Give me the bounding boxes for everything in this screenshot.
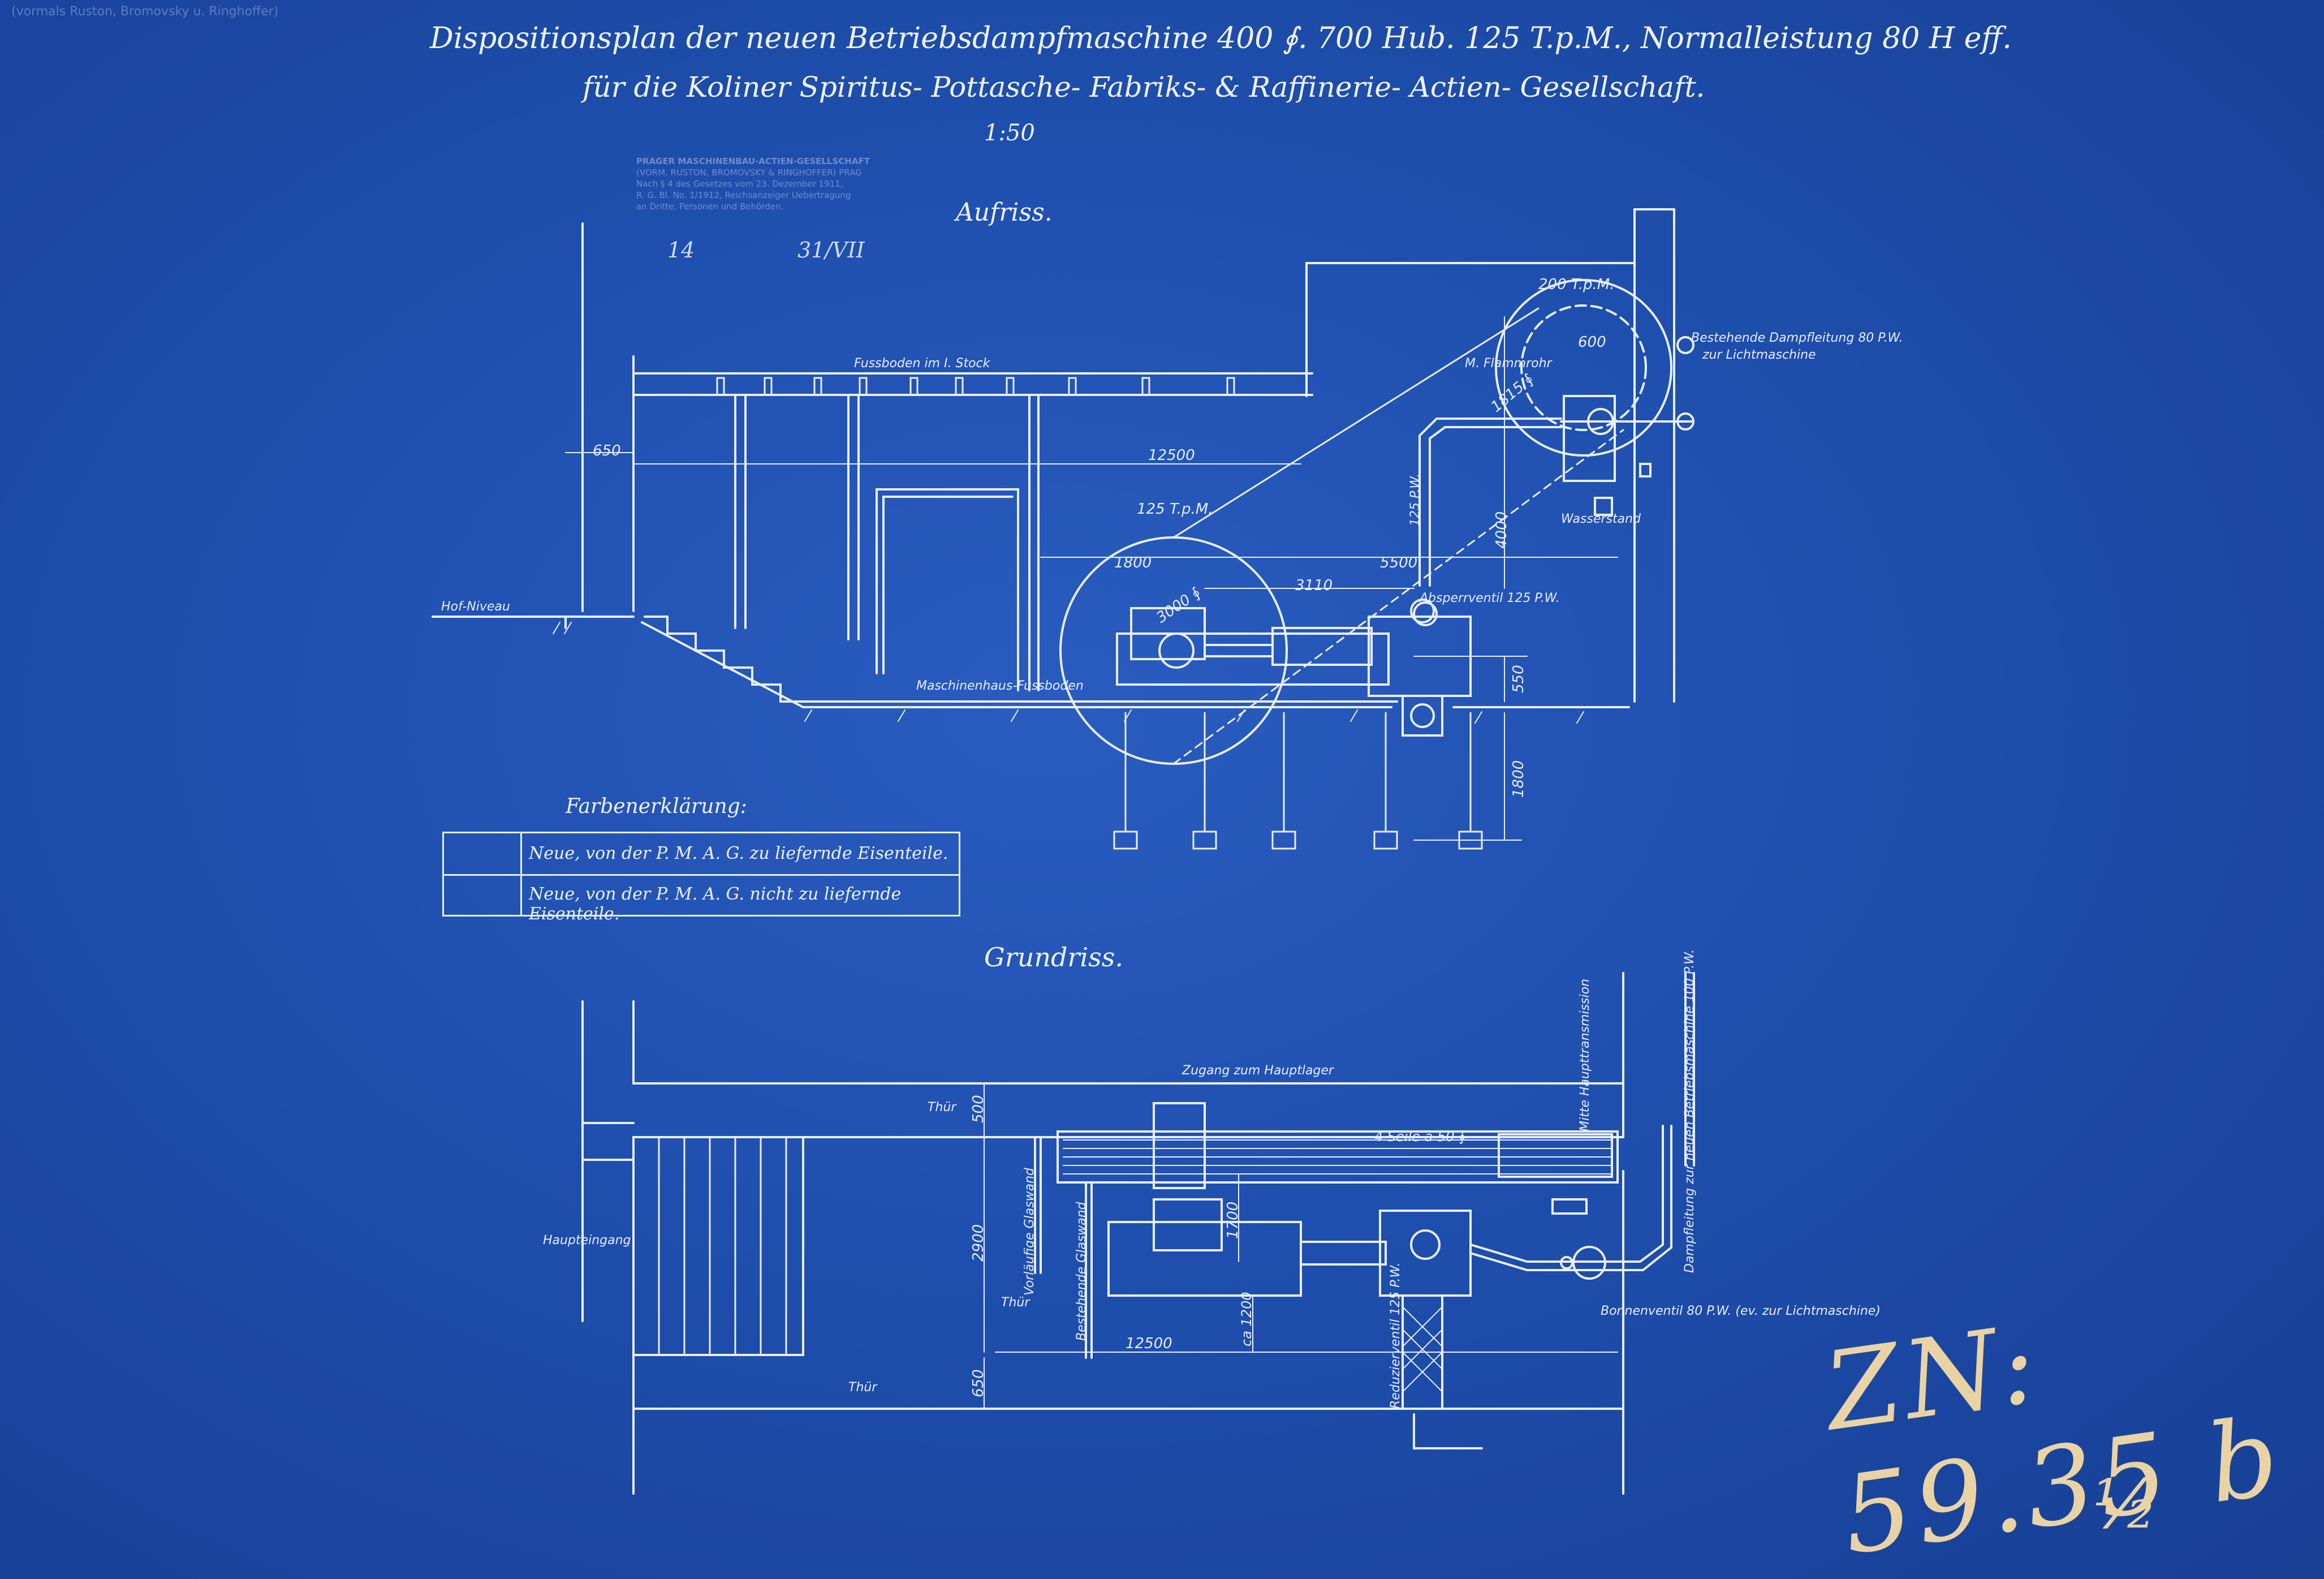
company-stamp: PRAGER MASCHINENBAU-ACTIEN-GESELLSCHAFT … — [636, 156, 930, 274]
label-speed-pump: 200 T.p.M. — [1538, 276, 1615, 293]
label-door-1: Thür — [928, 1100, 956, 1115]
label-speed-main: 125 T.p.M. — [1137, 501, 1213, 518]
dim-5500: 5500 — [1380, 554, 1418, 571]
dim-1700: 1700 — [1224, 1201, 1241, 1239]
legend-swatch — [444, 874, 522, 915]
stamp-number: 14 — [667, 238, 695, 263]
dim-4000: 4000 — [1493, 511, 1510, 549]
stamp-line: (VORM. RUSTON, BROMOVSKY & RINGHOFFER) P… — [636, 167, 862, 178]
label-existing-pipe-left: Dampfleitung zur neuen Betriebsmaschine … — [1683, 949, 1697, 1273]
label-wall-1: Vorläufige Glaswand — [1023, 1168, 1037, 1296]
dim-12500-plan: 12500 — [1126, 1335, 1172, 1352]
legend-row: Neue, von der P. M. A. G. nicht zu liefe… — [444, 874, 959, 924]
archive-sub-number: ½ — [2093, 1465, 2159, 1544]
label-pipe-vertical: 125 P.W. — [1408, 473, 1422, 526]
label-chimney: M. Flammrohr — [1465, 356, 1552, 371]
stamp-line: PRAGER MASCHINENBAU-ACTIEN-GESELLSCHAFT — [636, 156, 870, 166]
plan-drawing — [581, 972, 1695, 1495]
stamp-date: 31/VII — [797, 238, 865, 263]
label-main-entrance: Haupteingang — [543, 1233, 631, 1247]
elevation-heading: Aufriss. — [956, 198, 1053, 227]
label-valve: Absperrventil 125 P.W. — [1420, 591, 1560, 605]
plan-heading: Grundriss. — [984, 942, 1123, 973]
dim-1800: 1800 — [1114, 554, 1152, 571]
title-line-1: Dispositionsplan der neuen Betriebsdampf… — [430, 21, 2012, 55]
dim-2900: 2900 — [970, 1224, 987, 1262]
legend-swatch — [444, 833, 522, 874]
dim-1200: ca 1200 — [1239, 1292, 1254, 1346]
label-existing-pipe: Bestehende Dampfleitung 80 P.W. — [1691, 331, 1903, 345]
label-access-main-bearing: Zugang zum Hauptlager — [1182, 1064, 1334, 1078]
label-machine-room-floor: Maschinenhaus-Fussboden — [916, 679, 1084, 693]
elevation-drawing — [432, 208, 1695, 850]
legend-row-label: Neue, von der P. M. A. G. zu liefernde E… — [529, 844, 948, 863]
dim-600: 600 — [1578, 334, 1606, 351]
label-door-3: Thür — [848, 1380, 877, 1395]
legend-table: Neue, von der P. M. A. G. zu liefernde E… — [442, 832, 960, 924]
title-scale: 1:50 — [984, 120, 1035, 146]
label-yard-level: Hof-Niveau — [441, 600, 510, 614]
label-water-level: Wasserstand — [1561, 512, 1641, 526]
legend-row-label: Neue, von der P. M. A. G. nicht zu liefe… — [529, 884, 902, 924]
legend-row: Neue, von der P. M. A. G. zu liefernde E… — [444, 833, 959, 876]
stamp-line: R. G. Bl. No. 1/1912, Reichsanzeiger Ueb… — [636, 190, 851, 200]
dim-500: 500 — [970, 1095, 987, 1123]
stamp-line: an Dritte, Personen und Behörden. — [636, 201, 784, 212]
label-valve-right: Bonnenventil 80 P.W. (ev. zur Lichtmasch… — [1601, 1304, 1881, 1318]
dim-650: 650 — [593, 442, 621, 459]
dim-12500: 12500 — [1148, 447, 1195, 464]
label-valve-note: Reduzierventil 125 P.W. — [1389, 1262, 1403, 1409]
legend-heading: Farbenerklärung: — [566, 795, 747, 818]
dim-650-plan: 650 — [970, 1369, 987, 1397]
label-belts: 4 Seile à 50 ∮ — [1374, 1129, 1466, 1145]
label-door-2: Thür — [1001, 1296, 1030, 1310]
title-line-2: für die Koliner Spiritus- Pottasche- Fab… — [583, 71, 1705, 104]
label-wall-2: Bestehende Glaswand — [1075, 1202, 1089, 1341]
label-floor-upper: Fussboden im I. Stock — [854, 356, 990, 371]
label-existing-pipe-2: zur Lichtmaschine — [1702, 348, 1816, 362]
dim-550: 550 — [1510, 665, 1527, 693]
label-main-shaft-axis: Mitte Haupttransmission — [1578, 979, 1592, 1131]
dim-3110: 3110 — [1295, 577, 1333, 594]
dim-1800-vertical: 1800 — [1510, 760, 1527, 798]
stamp-line: Nach § 4 des Gesetzes vom 23. Dezember 1… — [636, 179, 843, 189]
corner-note: (vormals Ruston, Bromovsky u. Ringhoffer… — [11, 5, 279, 19]
